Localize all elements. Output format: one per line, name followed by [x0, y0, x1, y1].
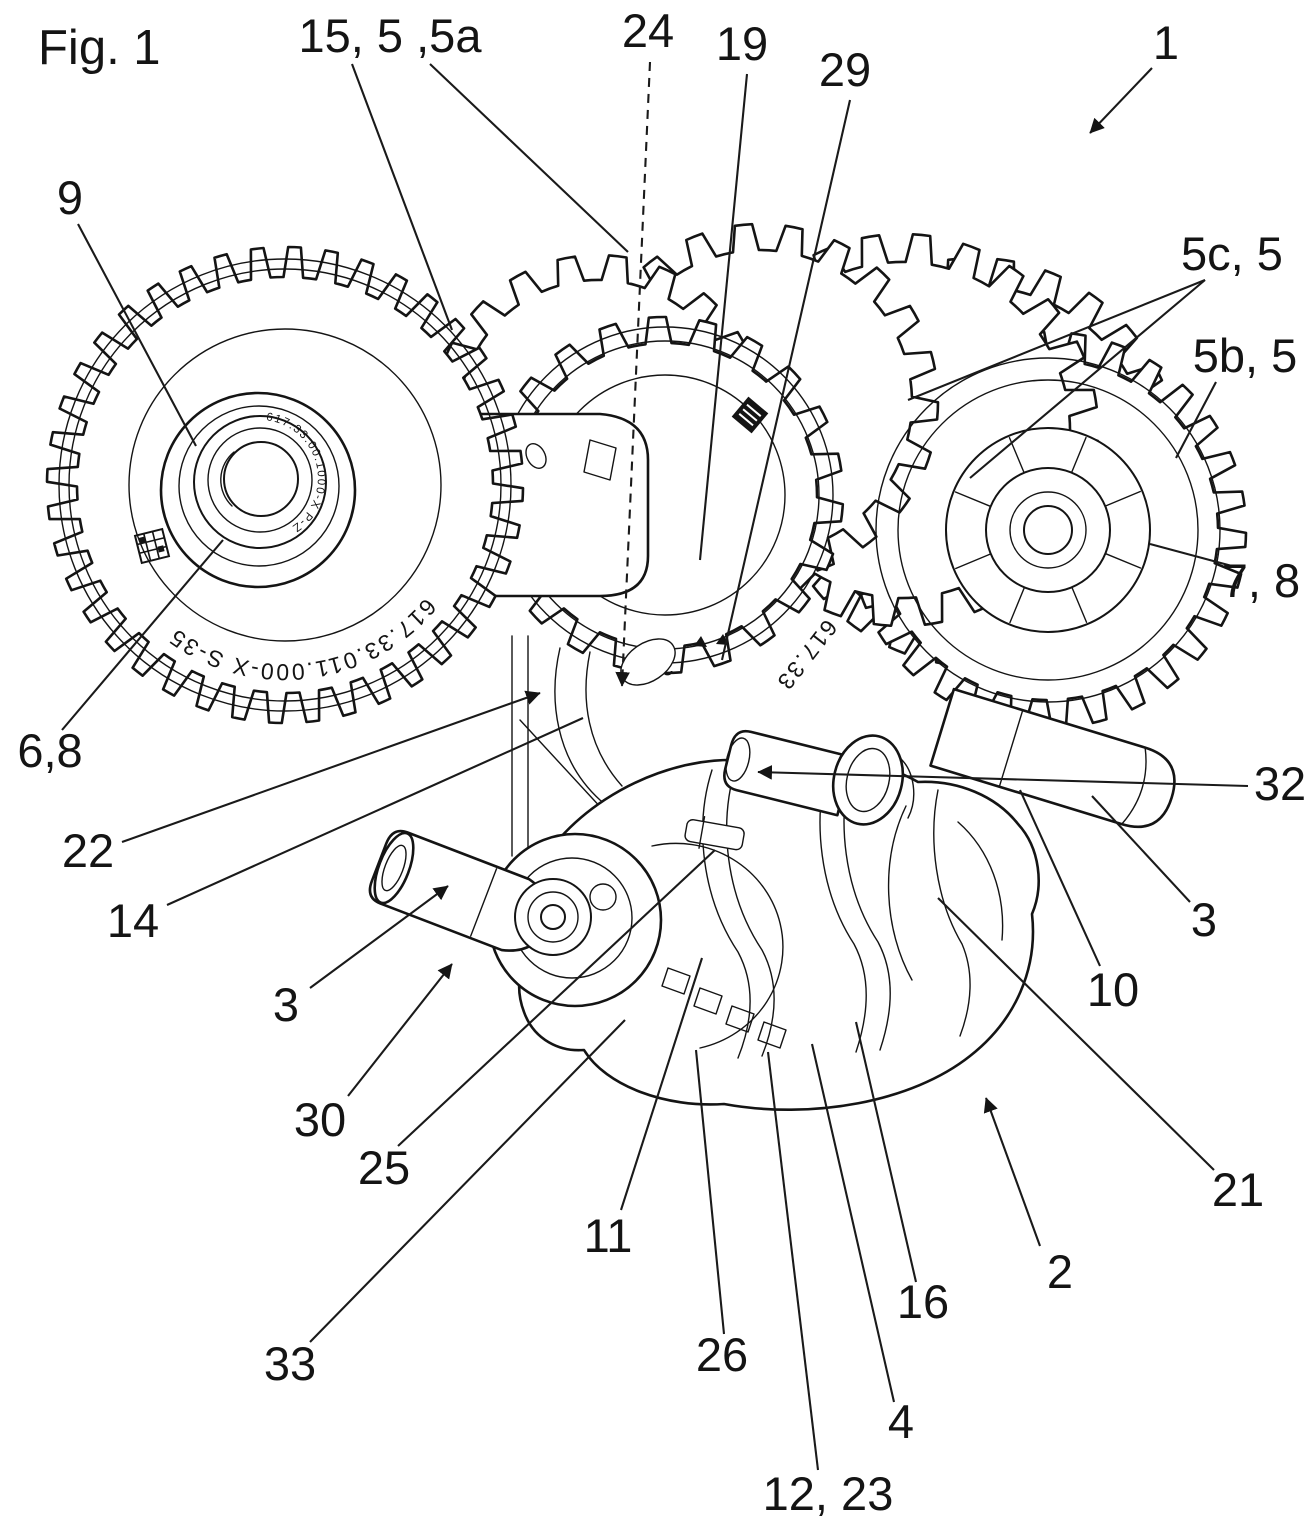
ref-label-26: 26: [696, 1328, 748, 1381]
ref-label-15-5-5a: 15, 5 ,5a: [299, 9, 483, 62]
ref-label-3-left: 3: [273, 978, 299, 1031]
figure-title: Fig. 1: [38, 21, 161, 75]
ref-label-5b-5: 5b, 5: [1193, 329, 1298, 382]
ref-label-7-8: 7, 8: [1222, 554, 1300, 607]
ref-label-25: 25: [358, 1141, 410, 1194]
leader-line-22: [122, 693, 540, 842]
ref-label-5c-5: 5c, 5: [1181, 227, 1283, 280]
ref-label-29: 29: [819, 43, 871, 96]
ref-label-10: 10: [1087, 963, 1139, 1016]
ref-label-12-23: 12, 23: [763, 1467, 894, 1520]
ref-label-21: 21: [1212, 1163, 1264, 1216]
ref-label-24: 24: [622, 4, 674, 57]
ref-label-11: 11: [584, 1209, 633, 1262]
ref-label-19: 19: [716, 17, 768, 70]
ref-label-2: 2: [1047, 1245, 1073, 1298]
ref-label-4: 4: [888, 1395, 914, 1448]
ref-label-1: 1: [1153, 16, 1179, 69]
ref-label-14: 14: [107, 894, 159, 947]
hub-and-bearing: 617.33.00.1000-X P-Z: [161, 393, 355, 587]
marking-hub-band: 617.33: [771, 615, 842, 696]
gear-main: 617.33.011.000-X S-35 617.33.00.1000-X P…: [47, 247, 523, 723]
ref-label-30: 30: [294, 1093, 346, 1146]
leader-line-2: [986, 1098, 1040, 1246]
ref-label-3-right: 3: [1191, 893, 1217, 946]
leader-line-15-5-5a: [430, 64, 628, 252]
leader-line-30: [348, 964, 452, 1096]
leader-line-1: [1090, 68, 1152, 133]
ref-label-9: 9: [57, 171, 83, 224]
ref-label-16: 16: [897, 1275, 949, 1328]
ref-label-33: 33: [264, 1337, 316, 1390]
ref-label-22: 22: [62, 824, 114, 877]
leader-line-12-23: [768, 1052, 818, 1470]
ref-label-32: 32: [1254, 757, 1306, 810]
ref-label-6-8: 6,8: [17, 724, 82, 777]
